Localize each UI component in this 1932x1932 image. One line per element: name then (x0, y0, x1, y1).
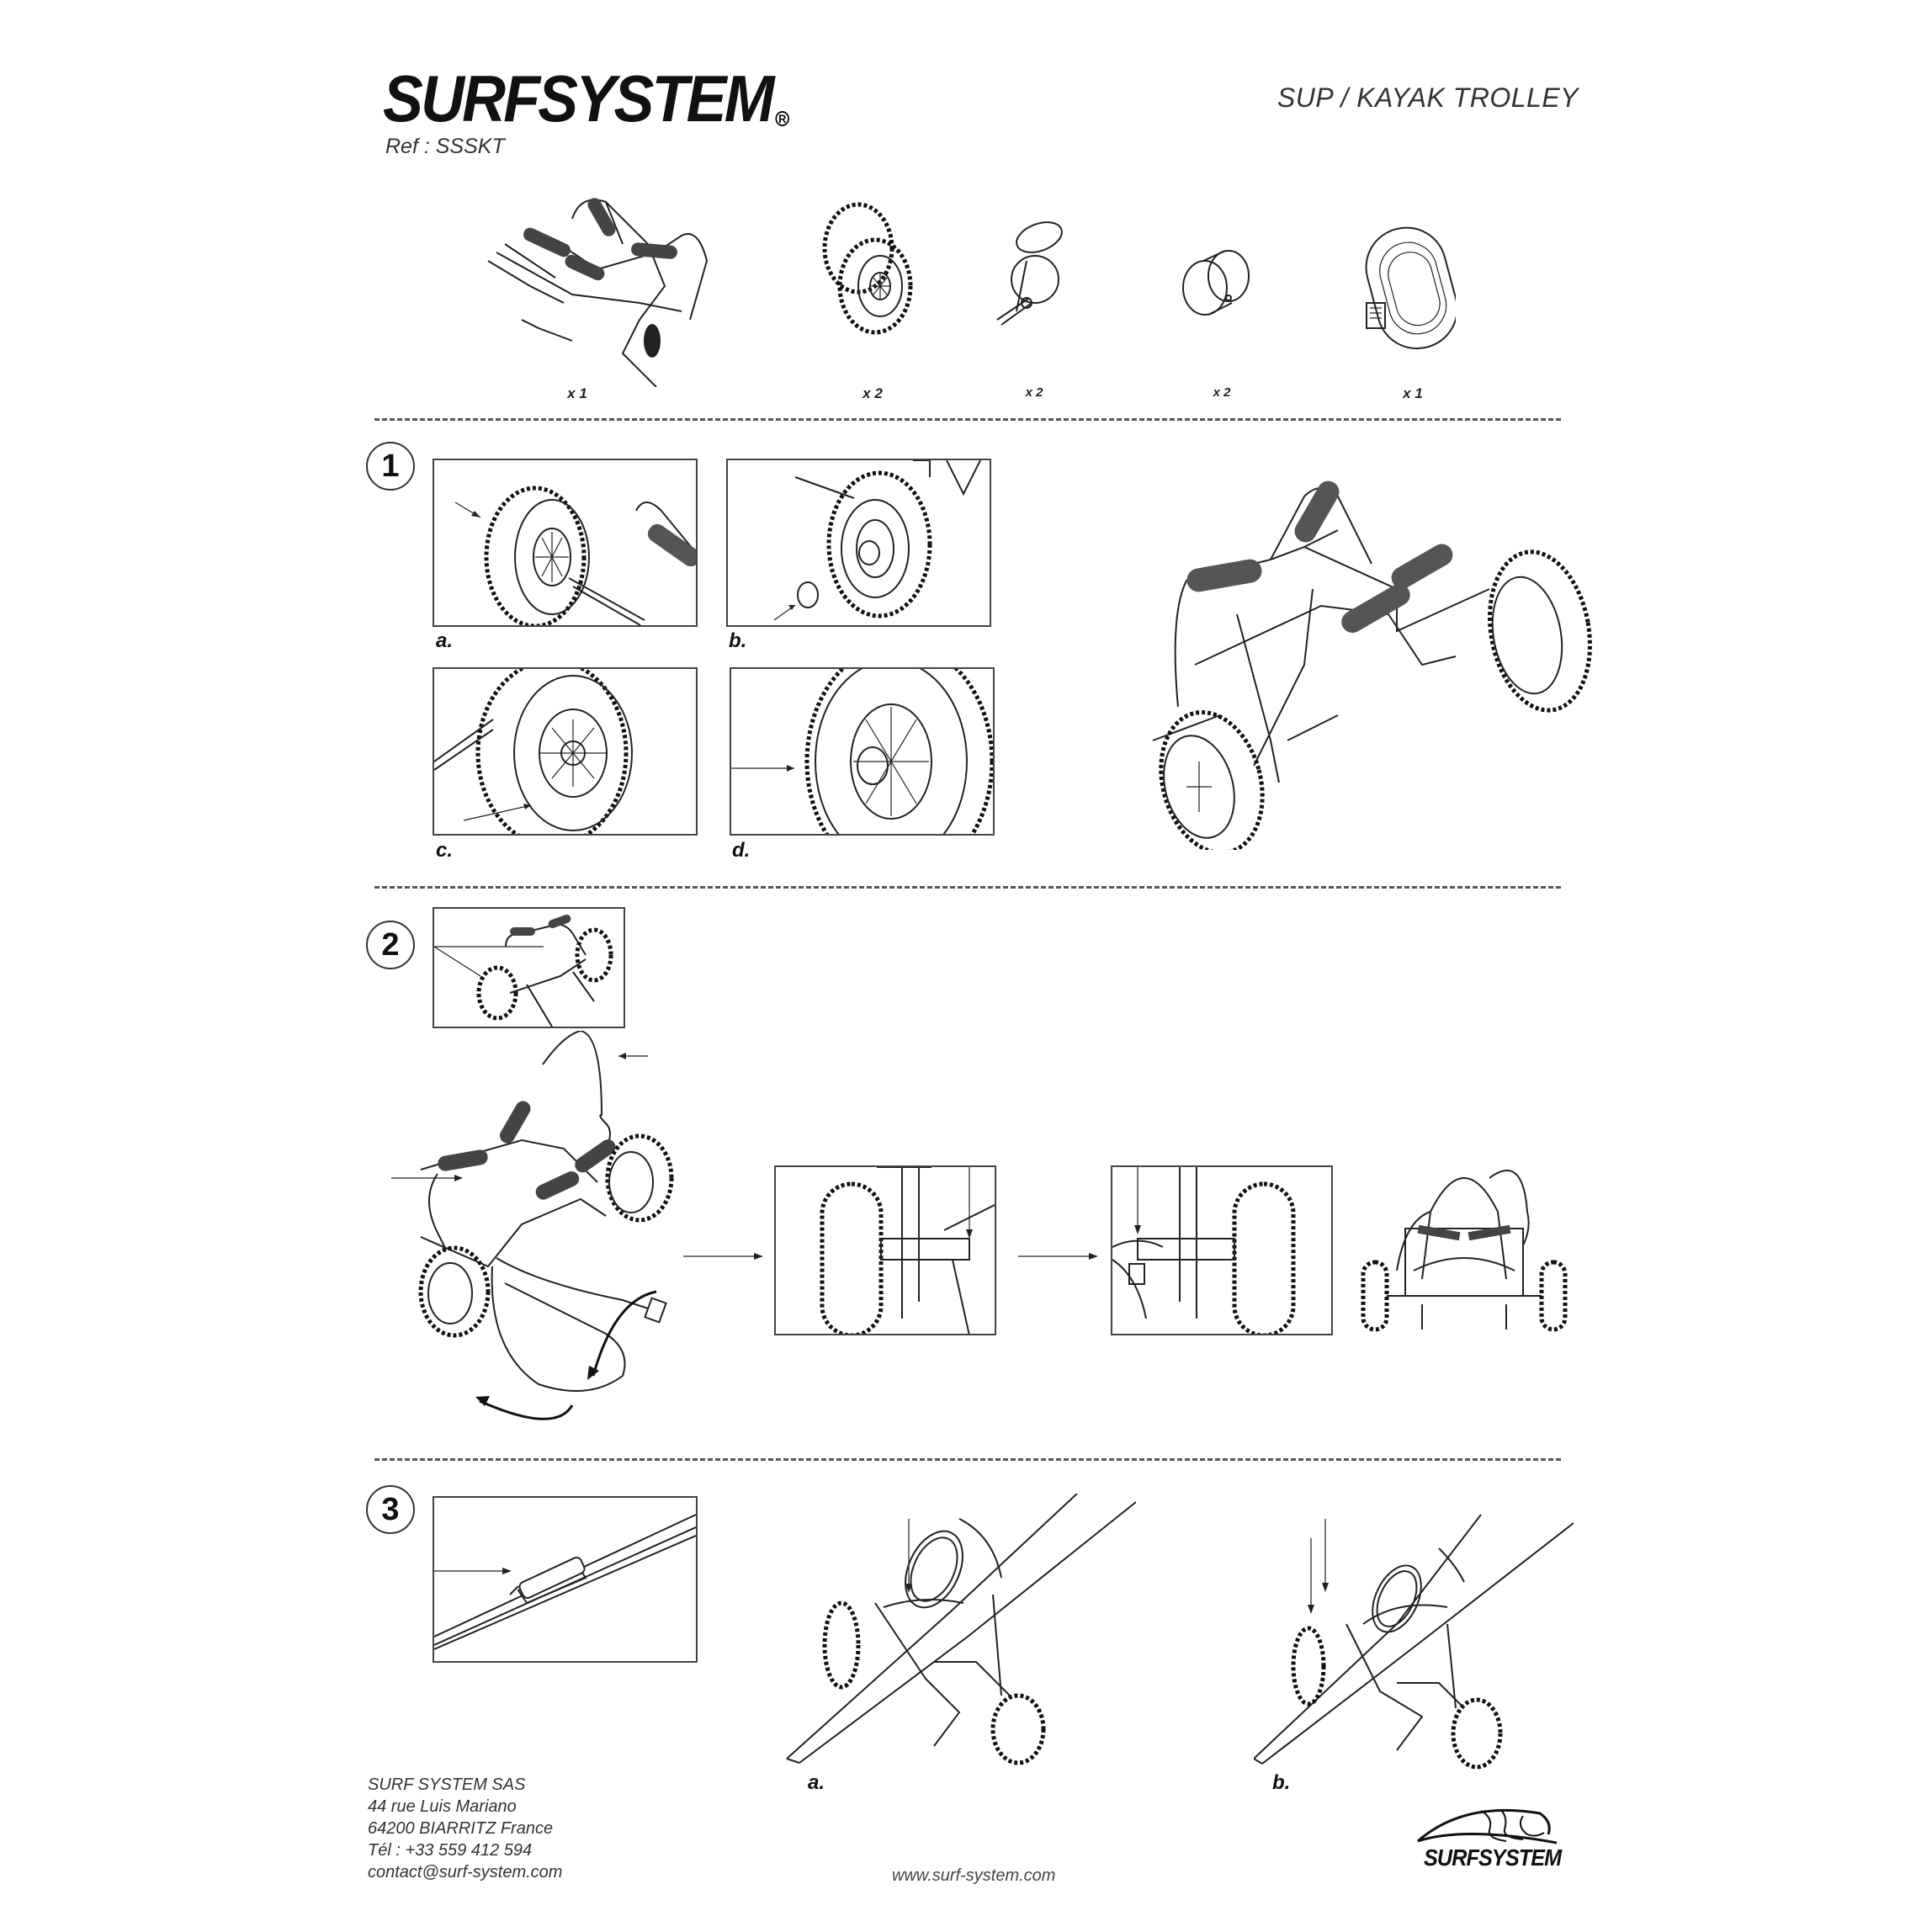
step-2-overview-panel (433, 907, 625, 1028)
step-3b-label: b. (1272, 1771, 1291, 1794)
section-divider (374, 1458, 1561, 1461)
strap-illustration (1365, 226, 1458, 350)
hub-cap-illustration (1182, 250, 1250, 316)
step-3a-illustration (783, 1493, 1137, 1780)
part-trolley-frame (471, 177, 749, 388)
kayak-on-trolley-b-illustration (1253, 1514, 1574, 1770)
section-divider (374, 886, 1561, 889)
product-reference: Ref : SSSKT (385, 135, 505, 158)
step-3-badge: 3 (366, 1485, 415, 1534)
registered-mark: R (775, 111, 790, 126)
step-1a-label: a. (436, 629, 454, 652)
hub-cap-insert-illustration (773, 460, 981, 621)
address-company: SURF SYSTEM SAS (368, 1775, 526, 1794)
part-lock-pins (993, 219, 1085, 337)
website-link[interactable]: www.surf-system.com (892, 1866, 1056, 1885)
step-1c-label: c. (436, 839, 454, 862)
step-2-strap-illustration (370, 1029, 749, 1452)
step-1d-label: d. (732, 839, 751, 862)
hub-pin-illustration (434, 669, 633, 834)
strap-buckled-illustration (1112, 1167, 1296, 1334)
part-wheels (816, 202, 917, 337)
step-1b-panel (726, 459, 991, 627)
strap-routing-illustration (391, 1029, 674, 1420)
part-qty-wheels: x 2 (862, 385, 883, 401)
company-address: SURF SYSTEM SAS 44 rue Luis Mariano 6420… (368, 1774, 562, 1883)
step-1c-panel (433, 667, 698, 836)
part-qty-caps: x 2 (1213, 385, 1231, 400)
step-1d-panel (730, 667, 995, 836)
trolley-frame-illustration (487, 198, 709, 388)
trolley-front-view-illustration (1361, 1170, 1568, 1332)
part-hub-caps (1178, 244, 1254, 320)
address-email[interactable]: contact@surf-system.com (368, 1863, 563, 1882)
step-2-badge: 2 (366, 921, 415, 969)
section-divider (374, 418, 1561, 421)
step-1-assembled-trolley (1119, 463, 1599, 855)
part-qty-pins: x 2 (1025, 385, 1043, 400)
part-qty-frame: x 1 (567, 385, 587, 401)
step-1a-panel (433, 459, 698, 627)
step-3b-illustration (1253, 1498, 1574, 1784)
step-3a-label: a. (808, 1771, 825, 1794)
document-title: SUP / KAYAK TROLLEY (1276, 82, 1579, 113)
address-phone: Tél : +33 559 412 594 (368, 1841, 533, 1860)
cam-buckle-illustration (434, 1514, 696, 1650)
wave-logo-icon (1414, 1801, 1558, 1868)
step-1b-label: b. (729, 629, 747, 652)
strap-around-axle-illustration (820, 1167, 995, 1334)
lock-pin-illustration (996, 221, 1063, 326)
arrow-right-icon (683, 1250, 767, 1260)
hub-lock-illustration (731, 669, 993, 834)
arrow-right-icon (1018, 1250, 1102, 1260)
brand-name: SURFSYSTEM (383, 61, 775, 135)
address-street: 44 rue Luis Mariano (368, 1797, 517, 1816)
step-2-buckle-right-panel (1111, 1165, 1333, 1335)
address-city: 64200 BIARRITZ France (368, 1819, 554, 1838)
assembled-trolley-illustration (1152, 480, 1592, 855)
step-3-buckle-panel (433, 1496, 698, 1663)
step-2-front-view (1355, 1161, 1574, 1338)
footer-brand-name: SURFSYSTEM (1424, 1844, 1562, 1871)
wheels-illustration (822, 202, 913, 335)
part-strap (1355, 219, 1458, 353)
wheel-mount-illustration (454, 486, 696, 625)
kayak-on-trolley-a-illustration (786, 1493, 1137, 1765)
step-1-badge: 1 (366, 442, 415, 491)
trolley-overview-illustration (434, 914, 613, 1027)
step-2-buckle-left-panel (774, 1165, 996, 1335)
part-qty-strap: x 1 (1403, 385, 1423, 401)
